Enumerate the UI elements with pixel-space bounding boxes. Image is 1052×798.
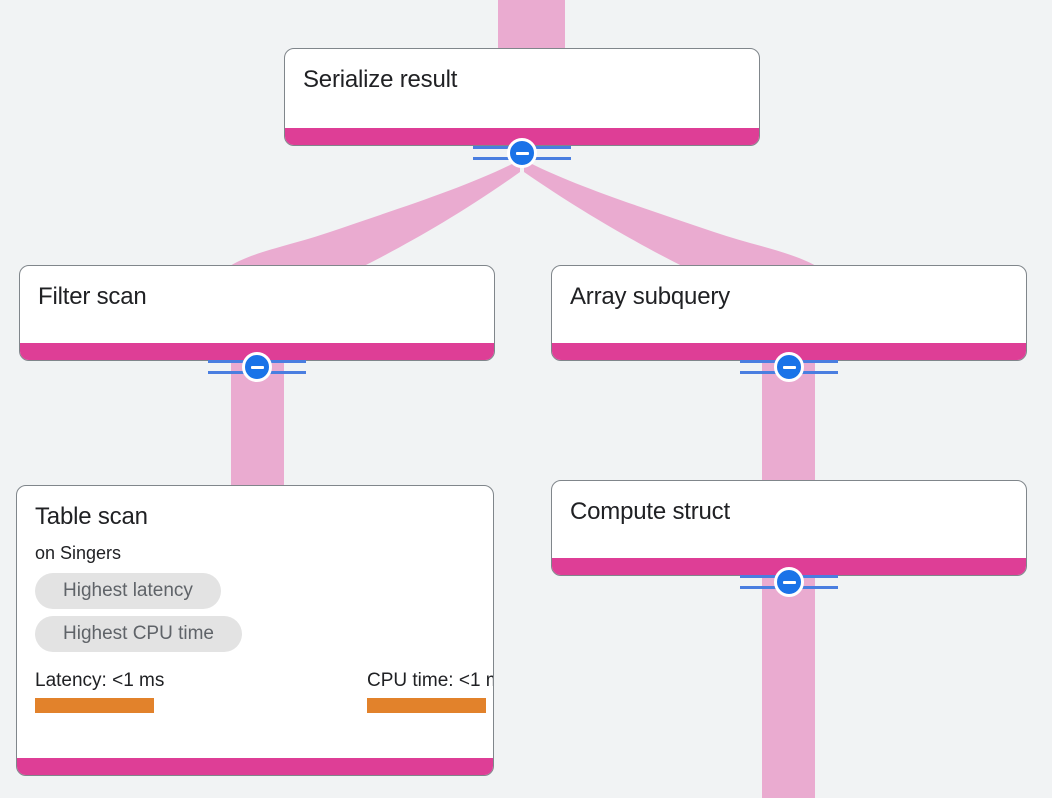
- minus-icon[interactable]: [774, 352, 804, 382]
- metric-latency: Latency: <1 ms: [35, 669, 275, 713]
- edge-incoming-serialize: [498, 0, 565, 52]
- node-serialize-result[interactable]: Serialize result: [284, 48, 760, 146]
- metric-fill: [35, 698, 154, 713]
- minus-icon[interactable]: [774, 567, 804, 597]
- edge-serialize-to-array-subquery: [524, 160, 816, 268]
- chip-highest-latency[interactable]: Highest latency: [35, 573, 221, 609]
- node-title: Array subquery: [570, 283, 730, 310]
- edge-compute-struct-outgoing: [762, 575, 815, 798]
- node-table-scan[interactable]: Table scan on Singers Highest latency Hi…: [16, 485, 494, 776]
- node-accent-bar: [285, 128, 759, 145]
- node-body: Array subquery: [552, 266, 1026, 343]
- node-accent-bar: [17, 758, 493, 775]
- metric-label: CPU time: <1 ms: [367, 670, 493, 691]
- node-metrics: Latency: <1 ms CPU time: <1 ms: [35, 669, 493, 713]
- toggle-filter-scan[interactable]: [208, 350, 306, 384]
- node-title: Serialize result: [303, 66, 458, 93]
- metric-track: [35, 698, 275, 713]
- node-title: Filter scan: [38, 283, 147, 310]
- edge-serialize-to-filter-scan: [230, 160, 520, 268]
- node-filter-scan[interactable]: Filter scan: [19, 265, 495, 361]
- metric-cpu-time: CPU time: <1 ms: [367, 669, 493, 713]
- toggle-array-subquery[interactable]: [740, 350, 838, 384]
- node-title: Compute struct: [570, 498, 730, 525]
- node-title: Table scan: [35, 503, 148, 530]
- minus-icon[interactable]: [507, 138, 537, 168]
- node-body: Serialize result: [285, 49, 759, 128]
- minus-icon[interactable]: [242, 352, 272, 382]
- node-chip-list: Highest latency Highest CPU time: [35, 573, 475, 652]
- toggle-serialize-result[interactable]: [473, 136, 571, 170]
- metric-fill: [367, 698, 486, 713]
- metric-track: [367, 698, 493, 713]
- node-array-subquery[interactable]: Array subquery: [551, 265, 1027, 361]
- node-compute-struct[interactable]: Compute struct: [551, 480, 1027, 576]
- node-body: Compute struct: [552, 481, 1026, 558]
- node-body: Table scan on Singers Highest latency Hi…: [17, 486, 493, 758]
- metric-label: Latency: <1 ms: [35, 670, 165, 691]
- node-body: Filter scan: [20, 266, 494, 343]
- toggle-compute-struct[interactable]: [740, 565, 838, 599]
- node-subtitle: on Singers: [35, 543, 122, 563]
- chip-highest-cpu-time[interactable]: Highest CPU time: [35, 616, 242, 652]
